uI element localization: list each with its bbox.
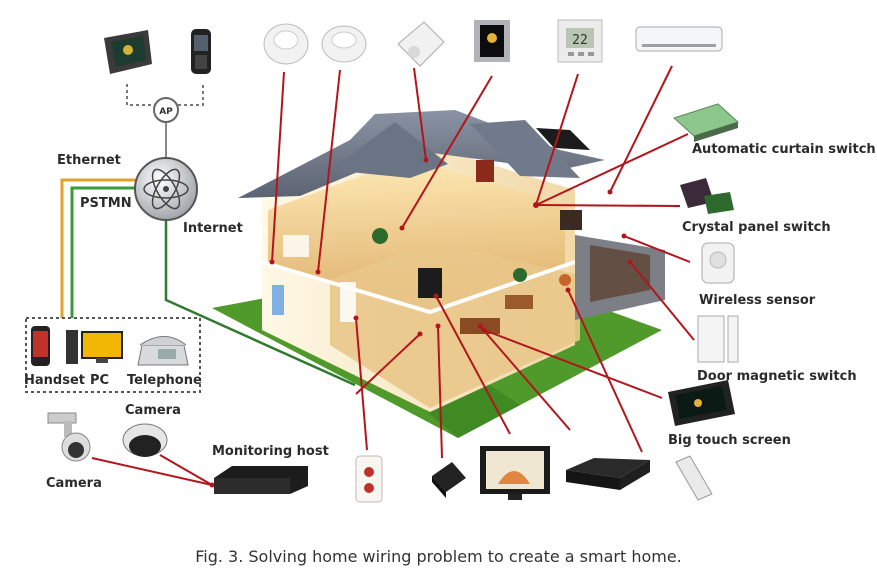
automatic-curtain-switch-label: Automatic curtain switch bbox=[692, 142, 876, 157]
figure-caption: Fig. 3. Solving home wiring problem to c… bbox=[195, 547, 682, 566]
thermostat-icon: 22 bbox=[557, 19, 603, 63]
handheld-remote-icon bbox=[675, 455, 713, 501]
internet-line bbox=[164, 220, 356, 387]
internet-globe-icon bbox=[134, 157, 198, 221]
smoke-detector-2-icon bbox=[321, 25, 367, 63]
camera-bottom-label: Camera bbox=[46, 476, 102, 491]
telephone-label: Telephone bbox=[127, 373, 202, 388]
camera-left-line bbox=[91, 457, 213, 486]
thermostat-reading: 22 bbox=[572, 33, 588, 48]
internet-label: Internet bbox=[183, 221, 243, 236]
callout-lines bbox=[271, 65, 695, 459]
pstmn-label: PSTMN bbox=[80, 196, 132, 211]
local-devices-box bbox=[25, 317, 201, 393]
remote-control-icon bbox=[355, 455, 383, 503]
crystal-panel-switch-label: Crystal panel switch bbox=[682, 220, 831, 235]
door-magnetic-switch-icon bbox=[697, 315, 739, 363]
smoke-detector-1-icon bbox=[263, 23, 309, 65]
house-illustration bbox=[212, 110, 665, 438]
dome-camera-right-icon bbox=[122, 423, 168, 457]
camera-right-line bbox=[159, 454, 213, 486]
motion-sensor-icon bbox=[397, 21, 445, 67]
automatic-curtain-switch-icon bbox=[673, 103, 739, 142]
pc-icon bbox=[66, 330, 123, 364]
pstmn-line bbox=[70, 186, 136, 318]
air-conditioner-icon bbox=[635, 26, 723, 52]
dome-camera-left-icon bbox=[47, 412, 91, 462]
pc-label: PC bbox=[90, 373, 110, 388]
crystal-panel-switch-icon bbox=[680, 178, 734, 214]
camera-top-label: Camera bbox=[125, 403, 181, 418]
ap-label: AP bbox=[159, 107, 173, 117]
telephone-icon bbox=[137, 336, 189, 366]
handset-label: Handset bbox=[24, 373, 85, 388]
ethernet-line bbox=[60, 178, 136, 318]
ap-icon: AP bbox=[153, 97, 179, 123]
mobile-phone-icon bbox=[191, 29, 211, 74]
door-magnetic-switch-label: Door magnetic switch bbox=[697, 369, 857, 384]
callout-endpoints bbox=[269, 157, 633, 337]
television-icon bbox=[480, 446, 550, 500]
wireless-sensor-label: Wireless sensor bbox=[699, 293, 816, 308]
big-touch-screen-icon bbox=[668, 380, 735, 426]
dvr-recorder-icon bbox=[566, 458, 650, 490]
wall-touch-panel-icon bbox=[474, 20, 510, 62]
wireless-sensor-icon bbox=[701, 242, 735, 284]
handset-icon bbox=[31, 326, 50, 366]
ethernet-label: Ethernet bbox=[57, 153, 121, 168]
big-touch-screen-label: Big touch screen bbox=[668, 433, 791, 448]
tablet-device-icon bbox=[104, 30, 152, 74]
monitoring-host-label: Monitoring host bbox=[212, 444, 329, 459]
monitoring-host-icon bbox=[214, 466, 308, 494]
small-sensor-box-icon bbox=[432, 462, 466, 498]
